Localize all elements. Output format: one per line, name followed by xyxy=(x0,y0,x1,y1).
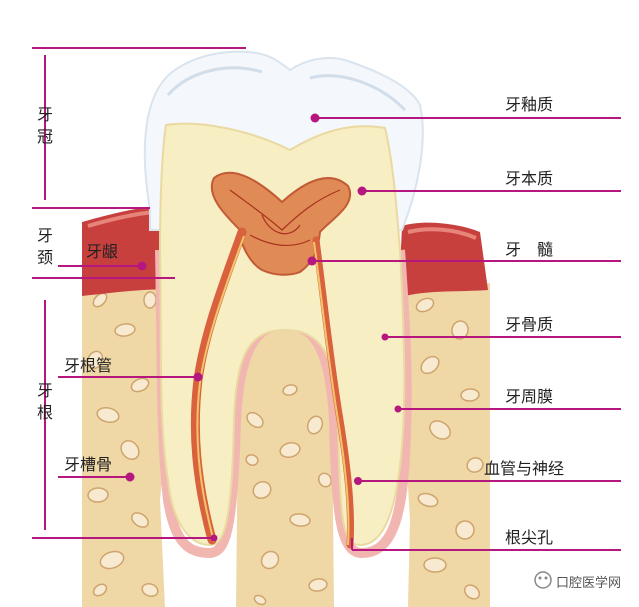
bone-pore xyxy=(282,384,298,396)
bone-pore xyxy=(114,323,136,337)
bone-pore xyxy=(308,578,328,592)
label-gingiva: 牙龈 xyxy=(86,242,119,261)
gingiva-left-highlight xyxy=(87,210,155,228)
label-dentin: 牙本质 xyxy=(505,169,554,188)
bone-pore xyxy=(463,584,481,600)
bone-pore xyxy=(253,594,267,606)
bone-pore xyxy=(260,550,280,570)
enamel-shading xyxy=(166,66,407,112)
label-alveolar-bone: 牙槽骨 xyxy=(64,455,113,474)
label-periodontal-ligament: 牙周膜 xyxy=(505,387,554,406)
label-pulp: 牙 髓 xyxy=(505,240,554,259)
bone-pore xyxy=(252,480,272,500)
watermark-logo-icon xyxy=(534,571,552,589)
label-enamel: 牙釉质 xyxy=(505,95,554,114)
gingiva-right xyxy=(400,222,488,296)
bone-pore xyxy=(317,472,333,488)
bone-pore xyxy=(99,550,125,570)
leader-lines xyxy=(32,47,621,551)
gingiva-right-highlight xyxy=(407,227,477,240)
bone-pore xyxy=(420,355,440,375)
bone-right xyxy=(400,283,490,607)
bone-pore xyxy=(417,492,439,508)
bone-pore xyxy=(279,442,301,458)
bone-pore xyxy=(455,520,475,540)
bone-pore xyxy=(96,406,120,424)
bone-pore xyxy=(423,557,447,573)
bone-pore xyxy=(143,291,157,309)
bone-pore xyxy=(245,454,259,466)
bone-pore xyxy=(460,388,480,402)
bone-pore xyxy=(87,487,109,503)
watermark-text: 口腔医学网 xyxy=(556,576,622,591)
label-cementum: 牙骨质 xyxy=(505,315,554,334)
bone-interradicular xyxy=(236,325,334,607)
bone-pore xyxy=(130,377,150,393)
bone-pore xyxy=(141,583,159,597)
bone-pore xyxy=(466,457,484,473)
nerve-right xyxy=(313,241,350,546)
leader-dots xyxy=(125,113,402,542)
bone-pore xyxy=(131,512,149,528)
label-apical-foramen: 根尖孔 xyxy=(505,528,554,547)
alveolar-bone xyxy=(82,283,490,607)
bone-pore xyxy=(289,513,311,527)
bone-pores xyxy=(86,291,484,606)
region-label-root: 牙根 xyxy=(36,381,53,422)
bone-pore xyxy=(415,297,435,313)
region-label-crown: 牙冠 xyxy=(36,105,53,146)
bone-pore xyxy=(451,320,469,340)
bone-pore xyxy=(429,420,451,440)
bone-pore xyxy=(306,415,324,435)
label-vessels-nerves: 血管与神经 xyxy=(484,459,565,478)
label-root-canal: 牙根管 xyxy=(64,356,113,375)
bone-pore xyxy=(86,350,104,370)
bone-pore xyxy=(92,292,108,308)
bone-pore xyxy=(246,411,264,429)
bone-pore xyxy=(92,583,108,597)
root-canal-right xyxy=(312,236,355,549)
bone-pore xyxy=(120,440,140,460)
pulp-vessels xyxy=(229,189,341,246)
region-label-neck: 牙颈 xyxy=(36,226,53,267)
nerve-left xyxy=(196,235,245,543)
